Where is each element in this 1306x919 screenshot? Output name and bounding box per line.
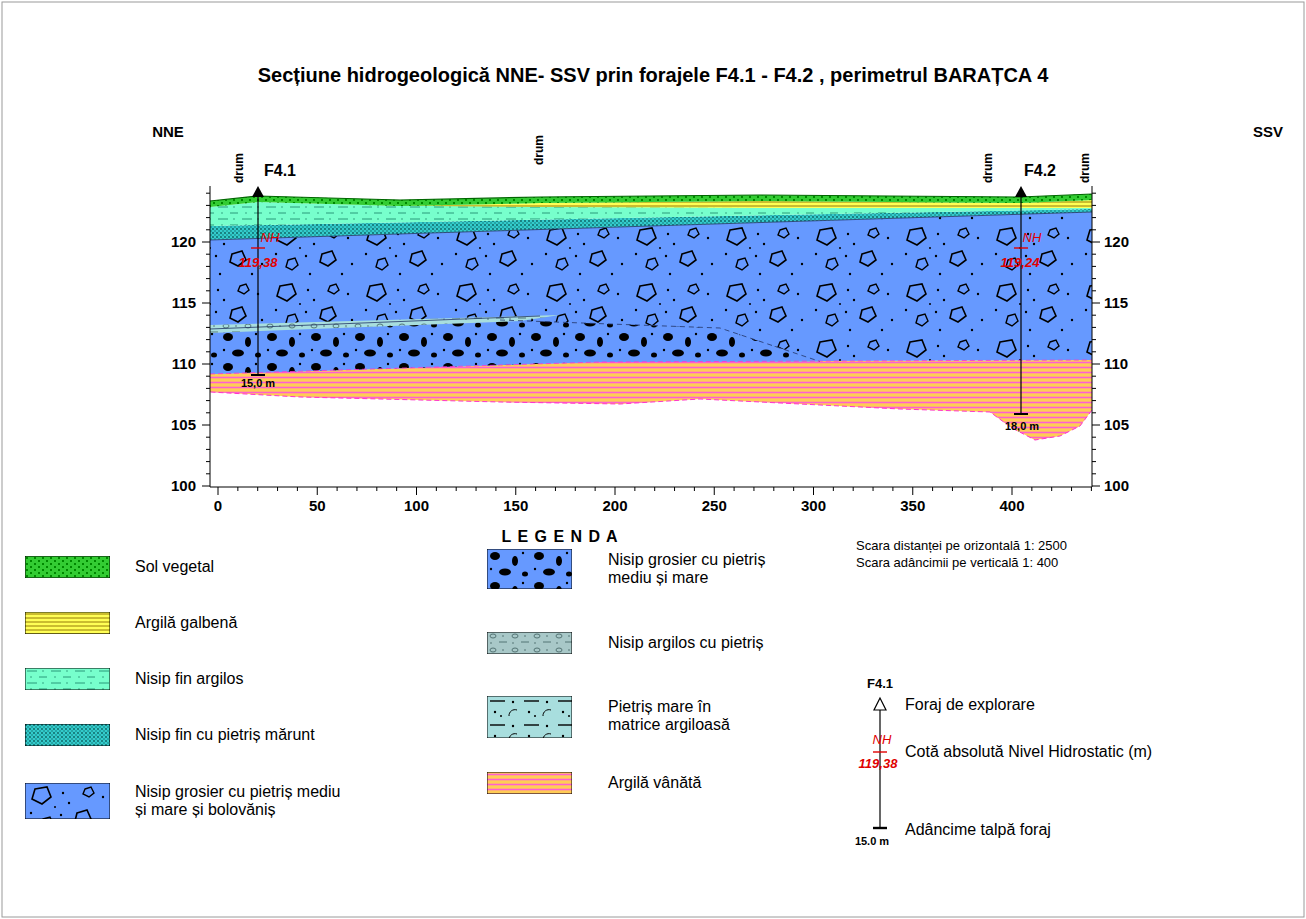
axis-value: 50 bbox=[309, 497, 326, 514]
legend-symbol-text: 119,38 bbox=[859, 757, 898, 772]
legend-text: Adâncime talpă foraj bbox=[905, 821, 1051, 839]
axis-value: 120 bbox=[171, 233, 196, 250]
axis-value: 300 bbox=[801, 497, 826, 514]
legend-symbol-text: 15.0 m bbox=[855, 835, 889, 848]
scale-note: Scara distanței pe orizontală 1: 2500 bbox=[856, 539, 1067, 554]
legend-text: Nisip argilos cu pietriș bbox=[608, 634, 764, 652]
swatch-color bbox=[25, 556, 110, 578]
axis-value: 150 bbox=[503, 497, 528, 514]
boreholes bbox=[251, 186, 1028, 414]
swatch-color bbox=[25, 724, 110, 746]
legend-swatch bbox=[25, 668, 110, 690]
axis-value: 200 bbox=[602, 497, 627, 514]
axis-value: 115 bbox=[1104, 294, 1128, 311]
title: Secțiune hidrogeologică NNE- SSV prin fo… bbox=[258, 64, 1049, 87]
borehole-name: F4.1 bbox=[264, 162, 296, 180]
legend-swatch bbox=[25, 783, 110, 819]
legend-swatch bbox=[487, 549, 572, 589]
water-level-value: 119,24 bbox=[1001, 256, 1040, 271]
axis-value: 115 bbox=[172, 294, 196, 311]
legend-text: Sol vegetal bbox=[135, 558, 214, 576]
legend-symbol-text: NH bbox=[873, 733, 892, 748]
road-label: drum bbox=[533, 135, 547, 165]
direction-label: NNE bbox=[152, 123, 184, 140]
legend-swatch bbox=[25, 556, 110, 578]
road-label: drum bbox=[1079, 153, 1093, 183]
swatch-color bbox=[487, 772, 572, 794]
scale-note: Scara adâncimii pe verticală 1: 400 bbox=[856, 556, 1058, 571]
axis-value: 250 bbox=[702, 497, 727, 514]
water-level-tag: NH bbox=[261, 231, 280, 246]
legend-text: Nisip fin cu pietriș mărunt bbox=[135, 726, 315, 744]
legend-text: Cotă absolută Nivel Hidrostatic (m) bbox=[905, 743, 1152, 761]
axis-value: 100 bbox=[171, 477, 196, 494]
legend-text: Argilă galbenă bbox=[135, 614, 237, 632]
borehole-name: F4.2 bbox=[1024, 162, 1056, 180]
water-level-value: 119,38 bbox=[239, 256, 278, 271]
borehole-depth: 15,0 m bbox=[241, 377, 275, 390]
axis-value: 105 bbox=[1104, 416, 1129, 433]
road-label: drum bbox=[982, 153, 996, 183]
axes bbox=[202, 186, 1100, 495]
axis-value: 100 bbox=[404, 497, 429, 514]
swatch-color bbox=[25, 668, 110, 690]
road-label: drum bbox=[233, 153, 247, 183]
geologic-layers bbox=[210, 194, 1092, 440]
axis-value: 100 bbox=[1104, 477, 1129, 494]
legend-symbol-text: F4.1 bbox=[867, 677, 893, 692]
axis-value: 110 bbox=[1104, 355, 1128, 372]
direction-label: SSV bbox=[1253, 123, 1283, 140]
axis-value: 120 bbox=[1104, 233, 1129, 250]
axis-value: 105 bbox=[171, 416, 196, 433]
legend-text: Nisip fin argilos bbox=[135, 670, 243, 688]
legend-heading: L E G E N D A bbox=[501, 528, 618, 546]
swatch-color bbox=[487, 549, 572, 589]
axis-value: 400 bbox=[999, 497, 1024, 514]
legend-swatch bbox=[25, 612, 110, 634]
swatch-color bbox=[25, 783, 110, 819]
legend-swatch bbox=[487, 632, 572, 654]
axis-value: 0 bbox=[214, 497, 222, 514]
legend-text: Pietriș mare în matrice argiloasă bbox=[608, 698, 768, 735]
water-level-tag: NH bbox=[1023, 231, 1042, 246]
swatch-color bbox=[25, 612, 110, 634]
legend-swatch bbox=[487, 772, 572, 794]
legend-text: Foraj de explorare bbox=[905, 696, 1035, 714]
legend-text: Argilă vânătă bbox=[608, 774, 701, 792]
legend-text: Nisip grosier cu pietriș mediu și mare ș… bbox=[135, 783, 350, 820]
swatch-color bbox=[487, 632, 572, 654]
legend-swatch bbox=[25, 724, 110, 746]
legend-text: Nisip grosier cu pietriș mediu și mare bbox=[608, 551, 808, 588]
axis-value: 350 bbox=[900, 497, 925, 514]
axis-value: 110 bbox=[172, 355, 196, 372]
swatch-color bbox=[487, 696, 572, 738]
legend-swatch bbox=[487, 696, 572, 738]
borehole-depth: 18,0 m bbox=[1005, 420, 1039, 433]
